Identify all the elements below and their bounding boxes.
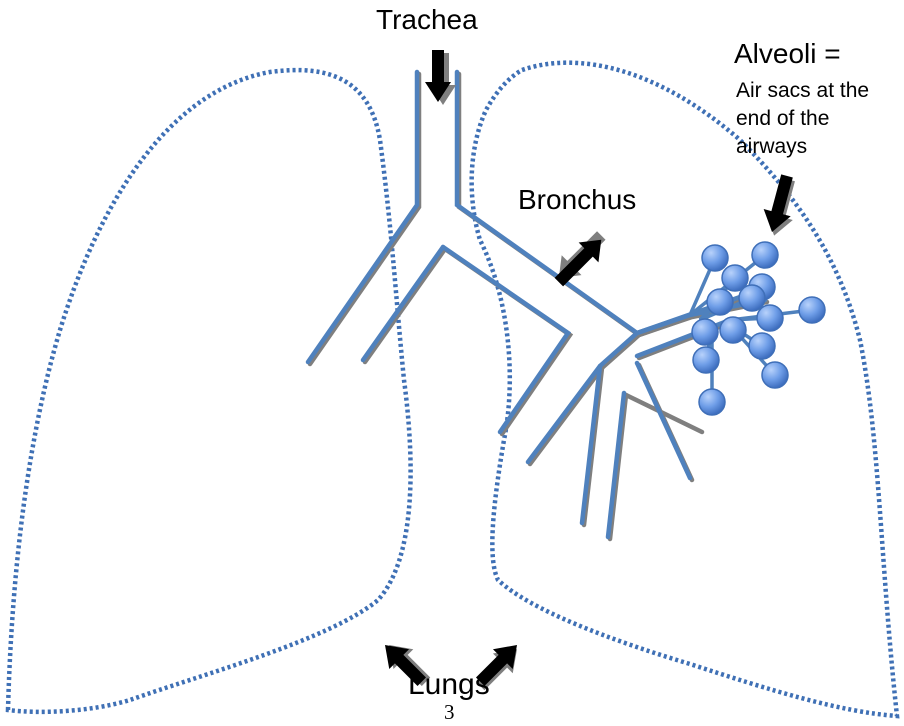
trachea-arrow <box>425 50 456 105</box>
bronchiole-6 <box>608 393 624 537</box>
alveolus <box>693 347 719 373</box>
lungs-label: Lungs <box>408 668 490 702</box>
alveolus <box>799 297 825 323</box>
bronchus-arrow <box>547 226 613 292</box>
left-lung-outline <box>8 70 411 712</box>
trachea-left-wall <box>308 72 417 362</box>
alveolus <box>752 242 778 268</box>
alveolus <box>692 319 718 345</box>
alveolus <box>707 289 733 315</box>
alveolus <box>699 389 725 415</box>
alveolus <box>702 245 728 271</box>
alveoli-cluster <box>692 242 825 415</box>
alveolus <box>739 285 765 311</box>
alveoli-description: Air sacs at the end of the airways <box>736 77 901 161</box>
alveolus <box>762 362 788 388</box>
alveolus <box>720 317 746 343</box>
alveoli-label: Alveoli = <box>734 38 841 70</box>
alveolus <box>757 305 783 331</box>
trachea-label: Trachea <box>376 4 478 36</box>
page-number: 3 <box>444 700 455 725</box>
alveolus <box>749 333 775 359</box>
bronchus-label: Bronchus <box>518 184 636 216</box>
